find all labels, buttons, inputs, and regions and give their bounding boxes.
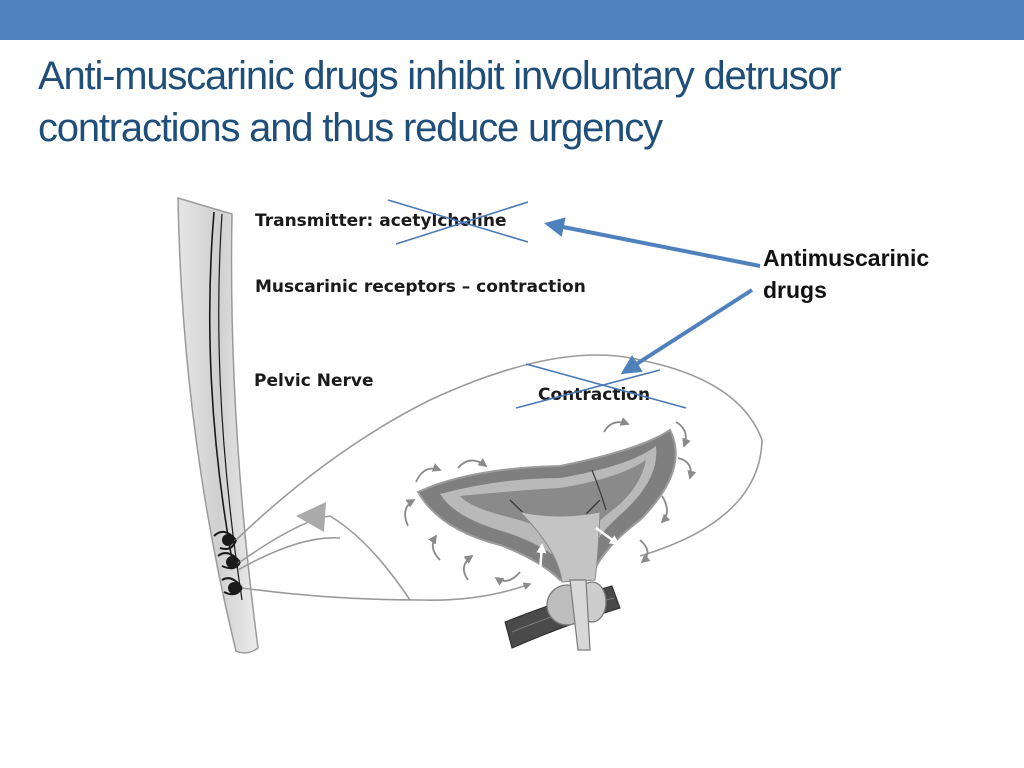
contraction-arrows: [404, 417, 697, 586]
acetylcholine-cross-out: [387, 199, 529, 245]
pelvic-nerve-arrowhead: [296, 502, 326, 532]
detrusor-force-arrows: [536, 526, 620, 573]
neuron-cluster: [213, 530, 244, 596]
contraction-cross-out: [515, 363, 687, 409]
antimuscarinic-drugs-label-line1: Antimuscarinic: [763, 245, 929, 271]
antimuscarinic-drugs-label-line2: drugs: [763, 277, 827, 303]
muscarinic-receptors-label: Muscarinic receptors – contraction: [255, 277, 586, 297]
spinal-cord: [177, 196, 259, 654]
arrow-to-acetylcholine: [544, 217, 761, 268]
arrow-to-contraction: [620, 288, 754, 375]
pelvic-nerve-label: Pelvic Nerve: [254, 371, 373, 391]
prostate: [546, 579, 607, 651]
bladder: [416, 428, 677, 583]
top-bar: [0, 0, 1024, 40]
drug-pointer-arrows: [544, 217, 761, 375]
slide-title: Anti-muscarinic drugs inhibit involuntar…: [38, 54, 842, 150]
